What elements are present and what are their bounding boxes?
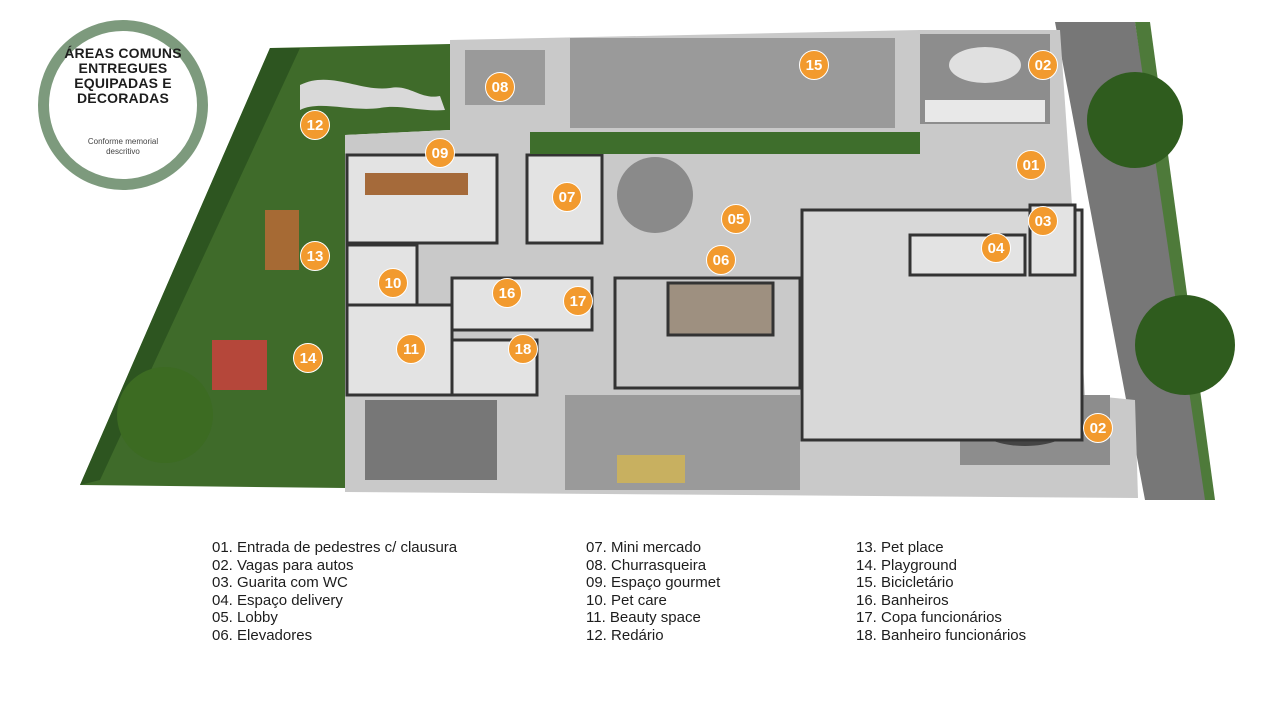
crosswalk [925,100,1045,122]
hedge [80,48,300,485]
legend-item: 12. Redário [586,626,664,644]
marker-09: 09 [425,138,455,168]
legend-item: 09. Espaço gourmet [586,574,721,591]
badge-subtitle: Conforme memorial descritivo [87,137,159,156]
marker-16: 16 [492,278,522,308]
marker-05: 05 [721,204,751,234]
legend-column-2: 07. Mini mercado 08. Churrasqueira 09. E… [586,539,720,644]
marker-06: 06 [706,245,736,275]
gourmet-counter [365,173,468,195]
legend-item: 16. Banheiros [856,591,949,609]
legend-item: 04. Espaço delivery [212,591,343,609]
legend-column-3: 13. Pet place 14. Playground 15. Bicicle… [856,539,1026,644]
bike-area [570,38,895,128]
lobby-rug [617,157,693,233]
marker-01: 01 [1016,150,1046,180]
covered-area [365,400,497,480]
legend-item: 14. Playground [856,556,957,574]
legend-item: 08. Churrasqueira [586,556,707,574]
info-badge: ÁREAS COMUNS ENTREGUES EQUIPADAS E DECOR… [38,20,208,190]
marker-14: 14 [293,343,323,373]
legend-item: 05. Lobby [212,609,278,626]
marker-02-bottom: 02 [1083,413,1113,443]
garden-path [300,79,445,111]
legend-column-1: 01. Entrada de pedestres c/ clausura 02.… [212,539,457,644]
legend-item: 01. Entrada de pedestres c/ clausura [212,539,458,556]
bench [617,455,685,483]
site-plan [80,22,1235,500]
legend-item: 17. Copa funcionários [856,609,1002,626]
marker-02-top: 02 [1028,50,1058,80]
marker-13: 13 [300,241,330,271]
marker-12: 12 [300,110,330,140]
marker-18: 18 [508,334,538,364]
marker-08: 08 [485,72,515,102]
legend-item: 11. Beauty space [586,609,701,626]
street-tree-top [1087,72,1183,168]
marker-03: 03 [1028,206,1058,236]
legend-item: 15. Bicicletário [856,574,954,591]
marker-10: 10 [378,268,408,298]
legend-item: 03. Guarita com WC [212,574,348,591]
badge-ring [38,20,208,190]
legend-item: 18. Banheiro funcionários [856,626,1027,644]
marker-17: 17 [563,286,593,316]
legend-item: 13. Pet place [856,539,944,556]
room-gourmet [345,153,499,245]
legend-item: 06. Elevadores [212,626,313,644]
badge-title: ÁREAS COMUNS ENTREGUES EQUIPADAS E DECOR… [64,45,182,106]
street-tree-bottom [1135,295,1235,395]
playground-structure [212,340,267,390]
marker-04: 04 [981,233,1011,263]
room-beauty [345,303,454,397]
legend-item: 02. Vagas para autos [212,556,354,574]
legend-item: 07. Mini mercado [586,539,702,556]
marker-11: 11 [396,334,426,364]
planters [530,132,920,154]
room-delivery [908,233,1027,277]
marker-07: 07 [552,182,582,212]
stair-core [613,276,802,390]
legend-item: 10. Pet care [586,591,667,609]
car-top [949,47,1021,83]
pet-bench [265,210,299,270]
elevators [666,281,775,337]
marker-15: 15 [799,50,829,80]
tree [117,367,213,463]
